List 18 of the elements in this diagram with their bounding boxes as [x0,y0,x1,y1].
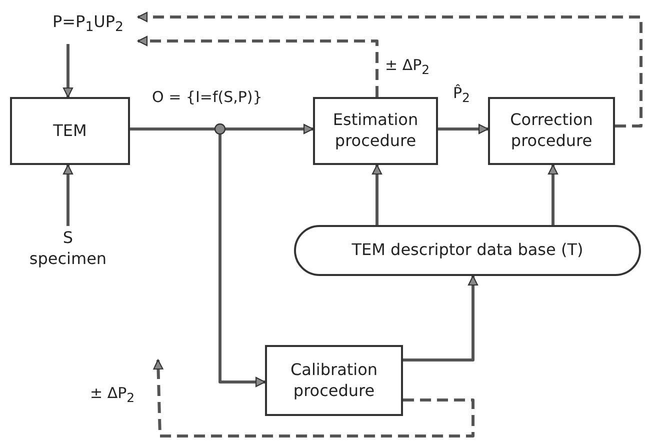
arrow [62,164,74,226]
dashed-feedback-arrow [153,359,474,438]
arrow [438,124,489,134]
edge-label: P̂$_{2}$ [451,84,472,105]
process-box: TEM [10,97,130,165]
arrow [62,44,74,98]
database-terminal: TEM descriptor data base (T) [294,225,641,276]
formula-text: P=P$_{1}$UP$_{2}$ [52,12,124,36]
arrow [403,275,478,362]
arrow [372,164,382,225]
input-label: specimen [29,249,107,270]
process-box: Calibration procedure [265,345,403,416]
arrow [548,164,558,225]
dashed-feedback-arrow [137,12,642,128]
process-box: Correction procedure [488,97,615,165]
symbol-label: S [62,228,74,249]
process-box: Estimation procedure [313,97,438,165]
dashed-feedback-arrow [137,36,378,97]
